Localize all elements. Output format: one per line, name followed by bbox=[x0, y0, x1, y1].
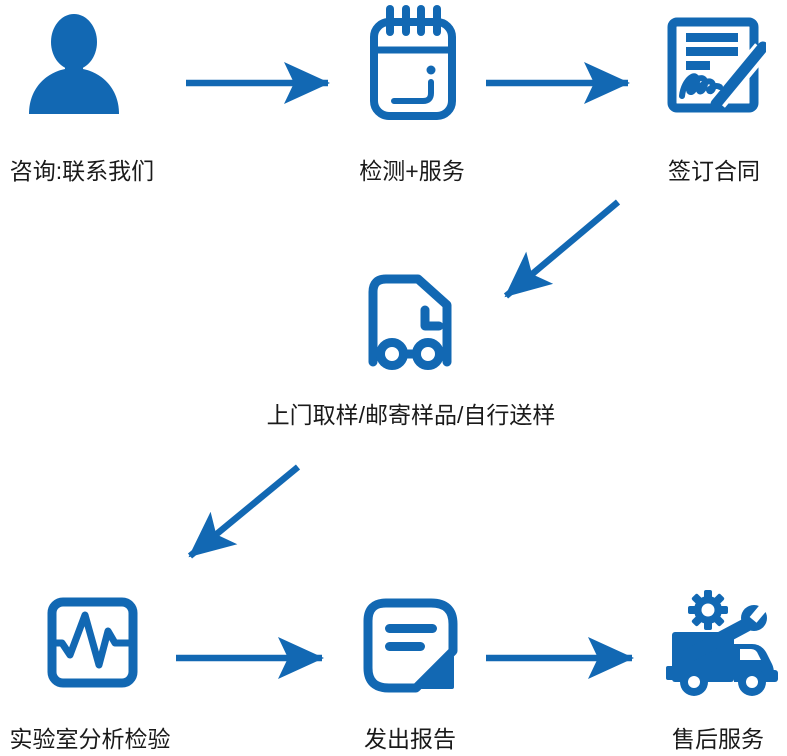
step-label-sampling: 上门取样/邮寄样品/自行送样 bbox=[266, 402, 556, 428]
calendar-icon bbox=[368, 2, 458, 122]
gear-part bbox=[688, 590, 728, 630]
oscilloscope-icon bbox=[47, 597, 138, 688]
step-label-issue-report: 发出报告 bbox=[364, 726, 456, 752]
user-icon bbox=[25, 14, 123, 114]
arrow-contract-to-sampling bbox=[503, 199, 621, 299]
step-label-lab-analysis: 实验室分析检验 bbox=[9, 726, 171, 752]
step-label-testing-service: 检测+服务 bbox=[359, 158, 465, 184]
step-label-after-sales: 售后服务 bbox=[672, 726, 764, 752]
contract-signing-icon bbox=[666, 16, 766, 114]
service-truck-icon bbox=[664, 586, 782, 702]
delivery-truck-icon bbox=[362, 266, 462, 370]
arrow-sampling-to-lab bbox=[187, 464, 301, 559]
report-icon bbox=[361, 596, 460, 696]
step-label-consult: 咨询:联系我们 bbox=[9, 158, 155, 184]
step-label-sign-contract: 签订合同 bbox=[668, 158, 760, 184]
